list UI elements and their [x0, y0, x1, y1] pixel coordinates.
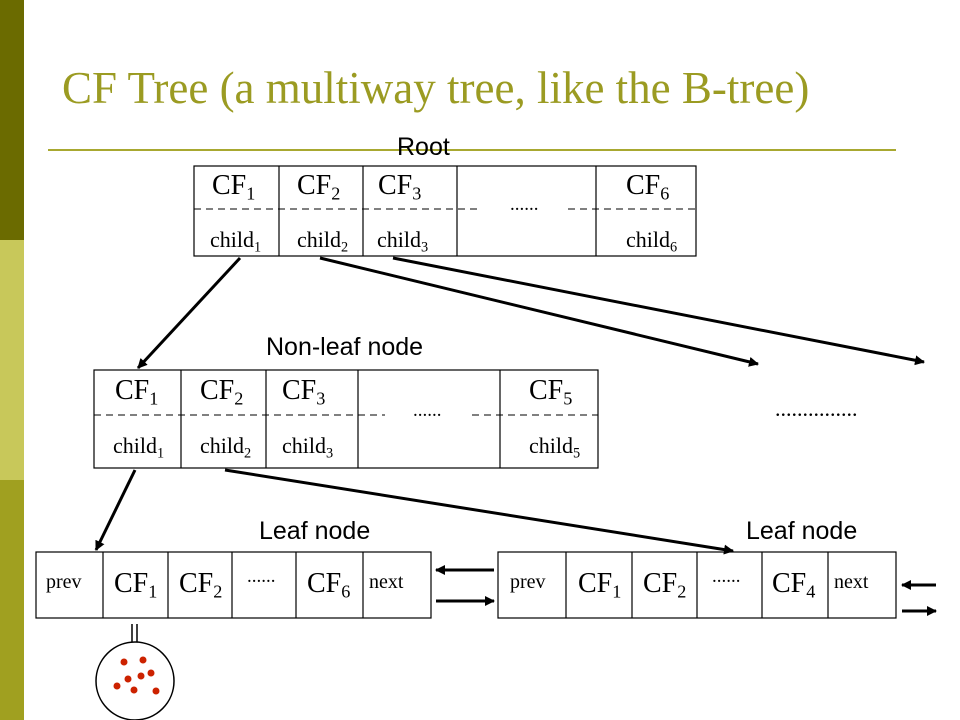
leaf-left-cf-2: CF2 — [179, 568, 223, 602]
root-cf-2: CF2 — [297, 170, 341, 204]
leaf-left-cf-last: CF6 — [307, 568, 351, 602]
nonleaf-cf-2: CF2 — [200, 375, 244, 409]
leaf-right-cf-1: CF1 — [578, 568, 622, 602]
leaf-left-label: Leaf node — [259, 517, 371, 545]
nonleaf-child-2: child2 — [200, 433, 252, 462]
leaf-right-prev: prev — [510, 571, 546, 593]
leaf-right-label: Leaf node — [746, 517, 858, 545]
cluster-circle — [95, 641, 175, 720]
nonleaf-more-ellipsis: ............... — [775, 396, 858, 421]
arrow-root-child1 — [136, 256, 242, 370]
leaf-right-ellipsis: ...... — [712, 566, 741, 587]
cluster-point — [147, 669, 155, 677]
sidebar-band-top — [0, 0, 24, 240]
cluster-point — [124, 675, 132, 683]
cluster-point — [113, 682, 121, 690]
cluster-point — [130, 686, 138, 694]
cluster-point — [139, 656, 147, 664]
arrow-root-child2 — [319, 256, 759, 367]
leaf-right-cf-last: CF4 — [772, 568, 816, 602]
root-ellipsis: ...... — [510, 194, 539, 215]
arrow-root-child3 — [392, 256, 925, 366]
sidebar-band-middle — [0, 240, 24, 480]
cluster-point — [137, 672, 145, 680]
nonleaf-cf-last: CF5 — [529, 375, 573, 409]
nonleaf-cf-3: CF3 — [282, 375, 326, 409]
title-rule — [48, 149, 896, 151]
nonleaf-label: Non-leaf node — [266, 333, 424, 361]
leaf-right-next: next — [834, 571, 869, 593]
slide-title: CF Tree (a multiway tree, like the B-tre… — [62, 63, 810, 113]
root-child-1: child1 — [210, 227, 262, 256]
leaf-right-cf-2: CF2 — [643, 568, 687, 602]
root-child-3: child3 — [377, 227, 429, 256]
root-cf-1: CF1 — [212, 170, 256, 204]
arrow-nonleaf-child2 — [224, 468, 734, 555]
nonleaf-node-box — [93, 369, 599, 469]
leaf-left-cf-1: CF1 — [114, 568, 158, 602]
root-child-last: child6 — [626, 227, 678, 256]
leaf-node-right — [497, 551, 897, 619]
nonleaf-child-3: child3 — [282, 433, 334, 462]
root-cf-3: CF3 — [378, 170, 422, 204]
cluster-point — [152, 687, 160, 695]
nonleaf-ellipsis: ...... — [413, 400, 442, 421]
root-label: Root — [397, 133, 450, 161]
nonleaf-child-last: child5 — [529, 433, 581, 462]
sidebar-band-bottom — [0, 480, 24, 720]
nonleaf-child-1: child1 — [113, 433, 165, 462]
leaf-left-box — [35, 551, 432, 619]
leaf-left-prev: prev — [46, 571, 82, 593]
cluster-point — [120, 658, 128, 666]
root-child-2: child2 — [297, 227, 349, 256]
root-node-box — [193, 165, 697, 257]
data-cluster — [95, 641, 175, 720]
arrow-nonleaf-child1 — [94, 469, 137, 551]
root-node — [193, 165, 697, 257]
nonleaf-node — [93, 369, 599, 469]
nonleaf-cf-1: CF1 — [115, 375, 159, 409]
root-cf-last: CF6 — [626, 170, 670, 204]
leaf-left-ellipsis: ...... — [247, 566, 276, 587]
leaf-left-next: next — [369, 571, 404, 593]
leaf-node-left — [35, 551, 432, 619]
